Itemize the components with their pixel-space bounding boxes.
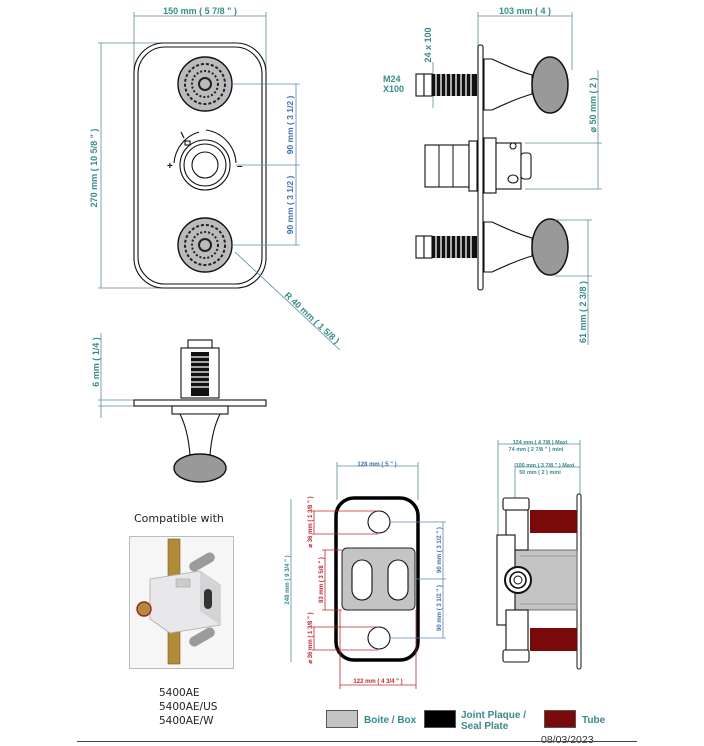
side-view: 103 mm ( 4 ) 24 x 100 M24 X100 [383, 6, 602, 345]
legend-label-seal-plate: Joint Plaque / Seal Plate [461, 710, 527, 732]
spacing-upper-label: 90 mm ( 3 1/2 ) [285, 96, 295, 155]
radius-leader [234, 251, 341, 351]
front-plate-outline [133, 42, 267, 289]
box-side-view: 124 mm ( 4 7/8 ) Maxi 74 mm ( 2 7/8 " ) … [496, 440, 582, 670]
compatible-with-title: Compatible with [134, 512, 224, 525]
plus-sign: + [167, 161, 173, 172]
bs-max2-label: 100 mm ( 3 7/8 " ) Maxi [516, 463, 575, 469]
compatible-models-list: 5400AE 5400AE/US 5400AE/W [159, 686, 217, 728]
spacing61-dim-label: 61 mm ( 2 3/8 ) [578, 281, 588, 343]
bs-fitting-bottom [502, 649, 530, 663]
model-item: 5400AE/US [159, 701, 218, 713]
diameter-dim-label: ⌀ 50 mm ( 2 ) [588, 78, 598, 133]
lower-rose-handle [177, 217, 233, 273]
bs-pipe-bottom [505, 609, 529, 651]
sp-upper-hole [367, 510, 391, 534]
drawing-date: 08/03/2023 [541, 734, 594, 746]
thermostat-dial: + – [167, 129, 243, 191]
sp-spacing-upper-label: 90 mm ( 3 1/2 " ) [437, 527, 443, 573]
box-height-label: 93 mm ( 3 5/8 " ) [319, 557, 325, 603]
sp-width-top-label: 128 mm ( 5 " ) [357, 462, 396, 468]
top-view: 6 mm ( 1/4 ) [91, 333, 267, 483]
top-view-neck [179, 413, 221, 456]
footer-divider [77, 741, 637, 742]
bs-tube-upper [530, 510, 577, 533]
thread-dim-label: 24 x 100 [423, 27, 433, 62]
sp-spacing-lower-label: 90 mm ( 3 1/2 " ) [437, 585, 443, 631]
bs-fitting-top [502, 497, 530, 511]
minus-sign: – [237, 161, 243, 172]
front-plate-inner [137, 46, 263, 285]
radius-dim-label: R 40 mm ( 1 5/8 ) [283, 290, 342, 346]
height-dim-label: 270 mm ( 10 5/8 " ) [89, 129, 99, 208]
width-dim-label: 150 mm ( 5 7/8 " ) [163, 6, 237, 16]
depth-dim-label: 103 mm ( 4 ) [499, 6, 551, 16]
bs-min-label: 74 mm ( 2 7/8 " ) mini [509, 447, 564, 453]
sp-width-bottom-label: 122 mm ( 4 3/4 " ) [353, 679, 402, 685]
model-item: 5400AE/W [159, 715, 214, 727]
front-view: 150 mm ( 5 7/8 " ) 270 mm ( 10 5/8 " ) +… [89, 6, 342, 351]
bs-min2-label: 50 mm ( 2 ) mini [519, 470, 561, 476]
sp-slot-left [351, 559, 373, 601]
lower-spindle [415, 218, 569, 276]
legend-label-box: Boite / Box [364, 715, 417, 726]
thread-label-2: X100 [383, 84, 404, 94]
thread-label-1: M24 [383, 74, 401, 84]
top-view-rose [173, 453, 227, 483]
legend-swatch-seal-plate [424, 710, 456, 728]
sp-slot-right [387, 559, 409, 601]
side-plate [477, 44, 484, 291]
valve-body-photo [129, 536, 234, 669]
legend-label-tube: Tube [582, 715, 606, 726]
bs-tube-lower [530, 628, 577, 651]
spacing-lower-label: 90 mm ( 3 1/2 ) [285, 176, 295, 235]
bs-seal-plate [576, 493, 582, 670]
legend-swatch-box [326, 710, 358, 728]
top-view-flange [171, 405, 229, 415]
sp-lower-hole [367, 626, 391, 650]
upper-rose-handle [177, 56, 233, 112]
hole-dia-bottom-label: ⌀ 36 mm ( 1 3/8 " ) [308, 612, 314, 663]
top-view-plate [133, 399, 267, 407]
top-view-thread [191, 352, 209, 396]
thermostat-cartridge [424, 137, 532, 194]
valve-body-illustration [136, 538, 221, 665]
seal-plate-view: 128 mm ( 5 " ) 248 mm ( 9 3/4 " ) ⌀ 36 m… [285, 462, 446, 689]
sp-height-label: 248 mm ( 9 3/4 " ) [285, 555, 291, 604]
hole-dia-top-label: ⌀ 36 mm ( 1 3/8 " ) [308, 496, 314, 547]
legend-swatch-tube [544, 710, 576, 728]
thickness-dim-label: 6 mm ( 1/4 ) [91, 337, 101, 387]
upper-spindle [415, 56, 569, 114]
model-item: 5400AE [159, 687, 200, 699]
bs-max-label: 124 mm ( 4 7/8 ) Maxi [513, 440, 568, 446]
top-view-cap [187, 339, 213, 349]
